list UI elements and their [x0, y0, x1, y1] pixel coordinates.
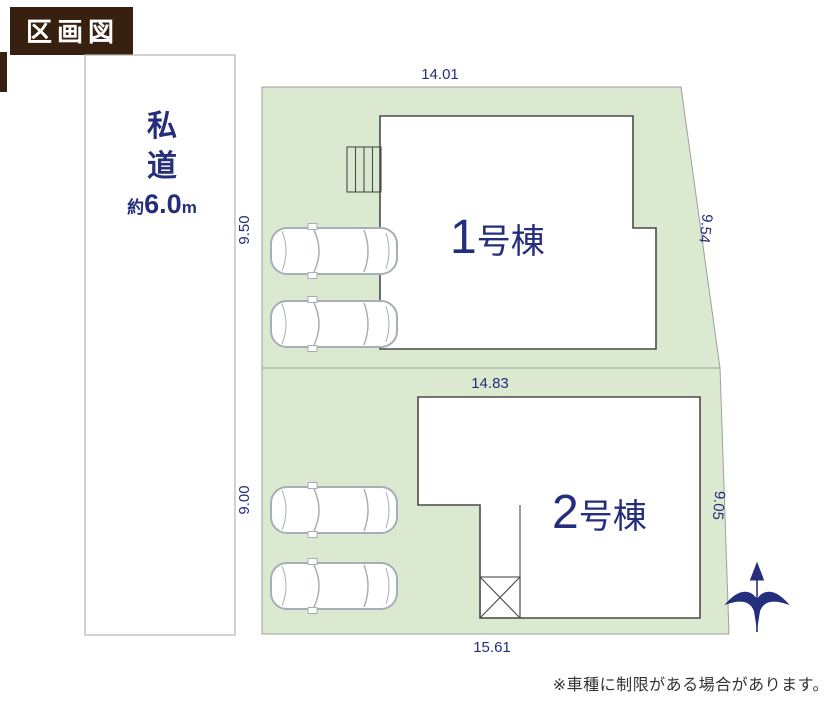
- road-width-unit: m: [182, 198, 197, 217]
- building-1-suffix: 号棟: [477, 223, 545, 261]
- plot2-dim-left: 9.00: [236, 485, 253, 514]
- road-width-label: 約6.0m: [127, 189, 197, 219]
- plot2-dim-top: 14.83: [471, 375, 509, 392]
- private-road-area: [84, 54, 236, 636]
- building-1-label: 1号棟: [450, 211, 545, 264]
- car-icon-plot1-b: [270, 295, 398, 353]
- building-2-number: 2: [552, 486, 579, 539]
- plot1-dim-left: 9.50: [236, 215, 253, 244]
- building-2-suffix: 号棟: [579, 498, 647, 536]
- building-1-footprint: [379, 115, 657, 350]
- plot1-dim-top: 14.01: [421, 66, 459, 83]
- building-2-label: 2号棟: [552, 486, 647, 539]
- plot1-dim-right: 9.54: [695, 213, 715, 244]
- building-1-stairs-icon: [346, 146, 382, 193]
- compass-north-icon: [724, 561, 790, 632]
- building-1-number: 1: [450, 211, 477, 264]
- left-edge-mark: [0, 52, 7, 92]
- plot2-dim-right: 9.05: [709, 490, 728, 521]
- road-width-value: 6.0: [144, 189, 182, 219]
- title-badge: 区画図: [10, 7, 134, 55]
- car-icon-plot1-a: [270, 222, 398, 280]
- plot2-dim-bottom: 15.61: [473, 639, 511, 656]
- road-label-char2: 道: [147, 150, 177, 183]
- building-2-hatch-porch: [479, 576, 521, 619]
- car-icon-plot2-a: [270, 481, 398, 539]
- footnote: ※車種に制限がある場合があります。: [552, 677, 829, 694]
- road-label-char1: 私: [147, 110, 177, 143]
- car-icon-plot2-b: [270, 557, 398, 615]
- road-width-approx: 約: [127, 197, 144, 217]
